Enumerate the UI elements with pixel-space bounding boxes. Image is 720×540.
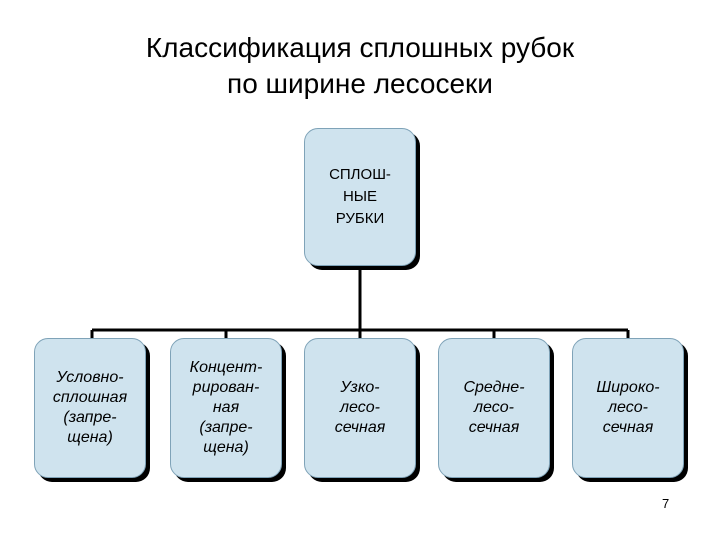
slide-title: Классификация сплошных рубок по ширине л… [0, 30, 720, 102]
child-node-label: Концент- рирован- ная (запре- щена) [189, 359, 263, 456]
title-line-2: по ширине лесосеки [227, 68, 493, 99]
child-node-wide-cut: Широко- лесо- сечная [572, 338, 684, 478]
child-node-label: Средне- лесо- сечная [463, 379, 525, 436]
title-line-1: Классификация сплошных рубок [145, 32, 575, 63]
child-node-conditional-clear: Условно- сплошная (запре- щена) [34, 338, 146, 478]
child-node-label: Условно- сплошная (запре- щена) [52, 369, 128, 446]
child-node-concentrated: Концент- рирован- ная (запре- щена) [170, 338, 282, 478]
child-node-medium-cut: Средне- лесо- сечная [438, 338, 550, 478]
child-node-label: Узко- лесо- сечная [334, 379, 386, 436]
child-node-narrow-cut: Узко- лесо- сечная [304, 338, 416, 478]
child-node-label: Широко- лесо- сечная [596, 379, 660, 436]
root-node-label: СПЛОШ- НЫЕ РУБКИ [329, 166, 391, 227]
page-number: 7 [662, 496, 670, 511]
root-node-clear-cuttings: СПЛОШ- НЫЕ РУБКИ [304, 128, 416, 266]
